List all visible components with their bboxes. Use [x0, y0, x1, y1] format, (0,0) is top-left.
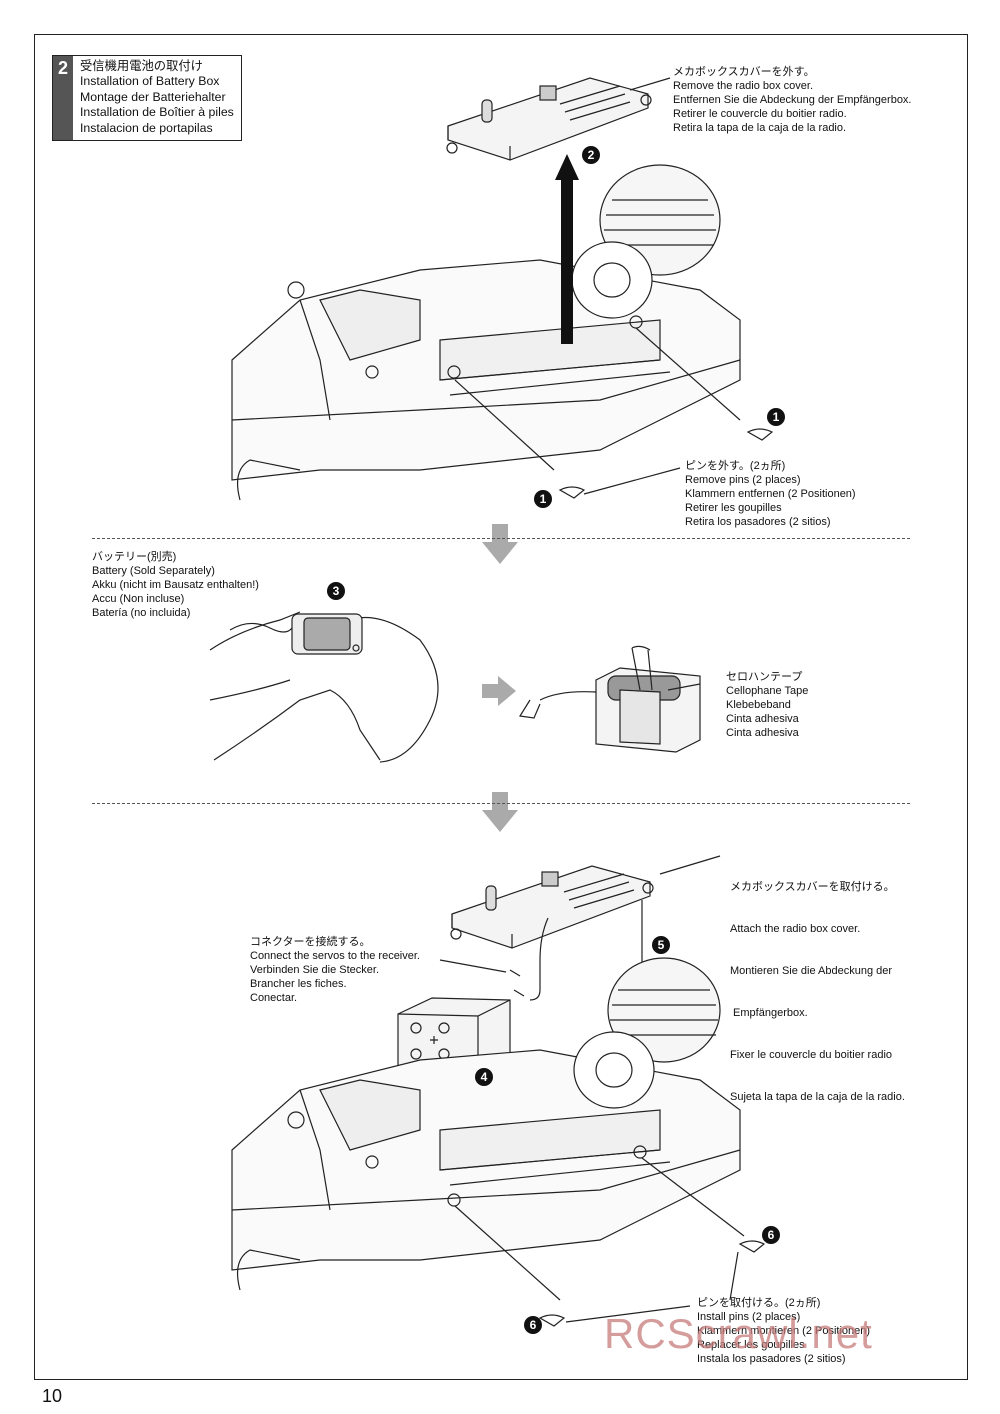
- step-title-en: Installation of Battery Box: [80, 74, 220, 89]
- hands-battery: [209, 611, 439, 763]
- step-badge-6: 6: [524, 1316, 542, 1334]
- page-number: 10: [42, 1386, 63, 1406]
- radio-box-cover-bottom: [450, 865, 654, 1150]
- step-header: 2 受信機用電池の取付け Installation of Battery Box…: [52, 55, 242, 141]
- section-divider: [92, 538, 910, 539]
- watermark: RCScrawl.net: [604, 1310, 873, 1357]
- caption-remove-pins: ピンを外す。(2ヵ所) Remove pins (2 places) Klamm…: [685, 460, 856, 528]
- caption-remove-cover: メカボックスカバーを外す。 Remove the radio box cover…: [673, 66, 912, 134]
- caption-attach-cover: メカボックスカバーを取付ける。 Attach the radio box cov…: [730, 881, 905, 1103]
- page-frame: [34, 34, 968, 1380]
- chassis-top: [231, 164, 741, 501]
- chassis-bottom: [231, 855, 766, 1327]
- step-badge-5: 5: [652, 936, 670, 954]
- step-badge-4: 4: [475, 1068, 493, 1086]
- step-badge-1: 1: [534, 490, 552, 508]
- caption-tape: セロハンテープ Cellophane Tape Klebebeband Cint…: [726, 671, 809, 739]
- lift-arrow: [555, 154, 579, 344]
- caption-battery: バッテリー(別売) Battery (Sold Separately) Akku…: [92, 551, 259, 619]
- step-badge-3: 3: [327, 582, 345, 600]
- section-divider: [92, 803, 910, 804]
- step-title-jp: 受信機用電池の取付け: [80, 59, 203, 73]
- step-badge-2: 2: [582, 146, 600, 164]
- step-number: 2: [53, 56, 73, 140]
- battery-pack-taped: [519, 645, 701, 753]
- caption-install-pins: ピンを取付ける。(2ヵ所) Install pins (2 places) Kl…: [697, 1297, 871, 1365]
- step-title-de: Montage der Batteriehalter: [80, 89, 226, 104]
- step-badge-6: 6: [762, 1226, 780, 1244]
- step-badge-1: 1: [767, 408, 785, 426]
- step-titles: 受信機用電池の取付け Installation of Battery Box M…: [80, 59, 234, 136]
- caption-connect: コネクターを接続する。 Connect the servos to the re…: [250, 936, 420, 1004]
- flow-arrows: [482, 524, 518, 832]
- radio-box-cover-top: [446, 77, 652, 161]
- step-title-fr: Installation de Boîtier à piles: [80, 105, 234, 120]
- step-title-es: Instalacion de portapilas: [80, 120, 213, 135]
